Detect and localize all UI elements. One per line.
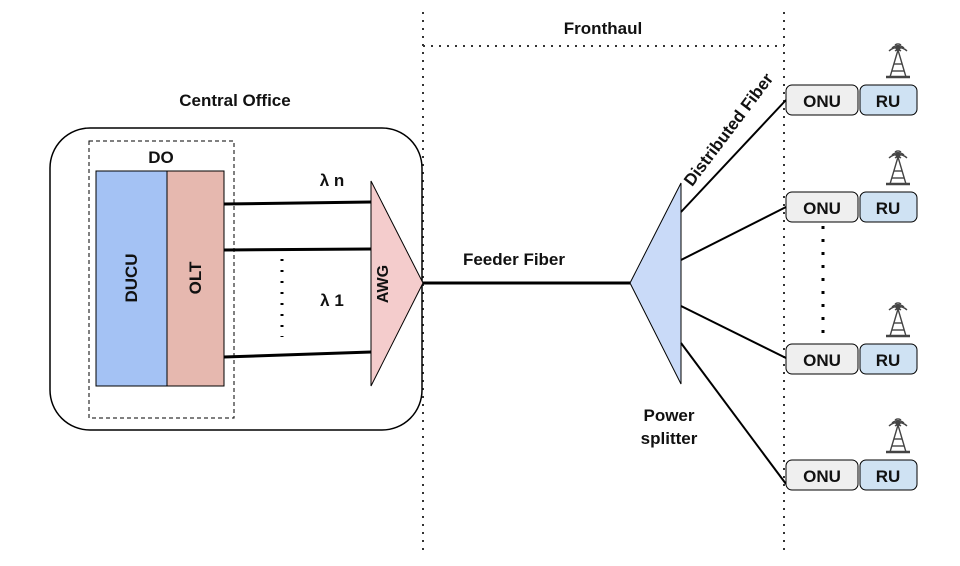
ru-label: RU [876,351,901,370]
onu-label: ONU [803,467,841,486]
antenna-tower-icon [886,150,910,186]
onu-box [785,343,859,375]
distributed-fiber-1 [680,99,787,213]
antenna-tower-icon [886,43,910,79]
onu-label: ONU [803,199,841,218]
onu-box [785,191,859,223]
olt-block [166,170,225,387]
distributed-fiber-4 [680,342,787,485]
onu-label: ONU [803,351,841,370]
awg-block [370,180,424,387]
feeder-fiber-label: Feeder Fiber [463,250,565,269]
olt-label: OLT [186,261,205,294]
ru-label: RU [876,467,901,486]
onu-box [785,84,859,116]
ru-box [859,459,918,491]
central-office-label: Central Office [179,91,290,110]
distributed-fiber-2 [680,206,787,261]
unit-1: ONU RU [785,43,918,116]
ducu-label: DUCU [122,253,141,302]
ducu-block [95,170,168,387]
antenna-tower-icon [886,418,910,454]
distributed-fiber-label: Distributed Fiber [680,69,777,189]
unit-4: ONU RU [785,418,918,491]
fronthaul-label: Fronthaul [564,19,642,38]
ru-label: RU [876,199,901,218]
awg-label: AWG [375,265,392,303]
antenna-tower-icon [886,302,910,338]
lambda-1-label: λ 1 [320,291,344,310]
do-box [88,140,235,419]
power-splitter-label-line2: splitter [641,429,698,448]
central-office-box [49,127,423,431]
power-splitter-label-line1: Power [643,406,694,425]
unit-3: ONU RU [785,302,918,375]
power-splitter [629,182,682,385]
onu-label: ONU [803,92,841,111]
ru-label: RU [876,92,901,111]
ru-box [859,84,918,116]
wavelength-line-1 [223,350,372,359]
wavelength-line-2 [223,247,372,252]
ru-box [859,191,918,223]
lambda-n-label: λ n [320,171,345,190]
wavelength-line-n [223,200,372,206]
ru-box [859,343,918,375]
do-label: DO [148,148,174,167]
distributed-fiber-3 [680,305,787,359]
onu-box [785,459,859,491]
unit-2: ONU RU [785,150,918,223]
